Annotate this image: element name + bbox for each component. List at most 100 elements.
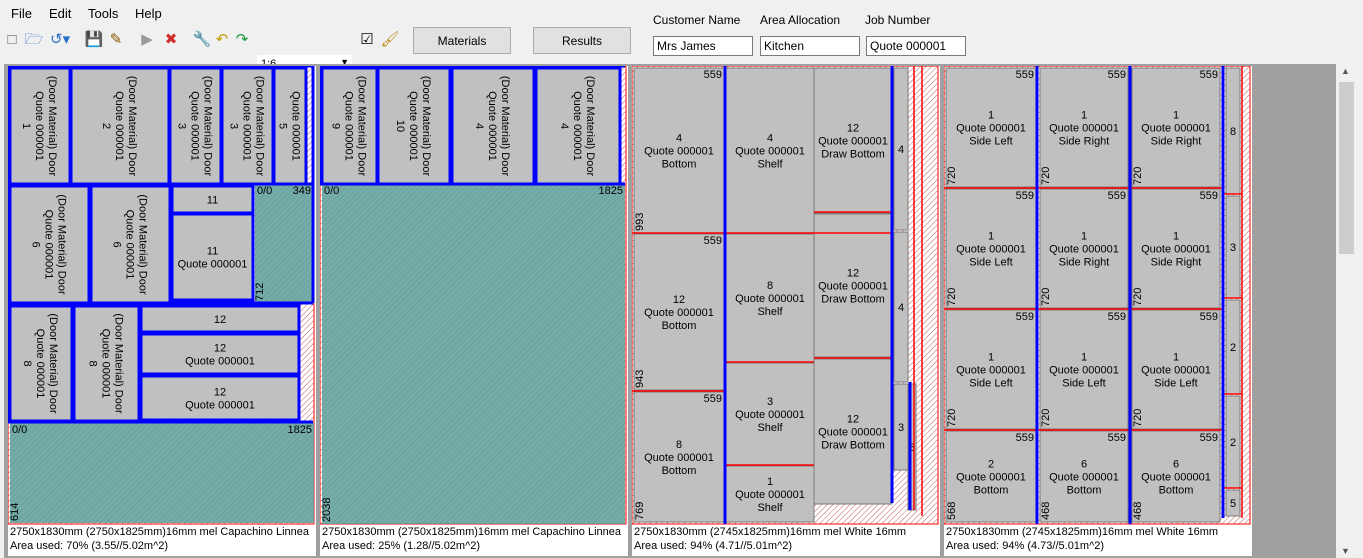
run-optimise-icon[interactable]: ▶ xyxy=(141,31,153,48)
area-allocation-field[interactable]: Kitchen xyxy=(760,36,860,56)
panel-label-line: (Door Material) Door xyxy=(202,76,214,177)
panel-label-line: Quote 000001 xyxy=(290,91,302,161)
panel-width-label: 559 xyxy=(1016,311,1034,323)
panel-label-line: Side Right xyxy=(1059,136,1110,148)
offcut-height-label: 2038 xyxy=(321,498,333,522)
strip-panel[interactable] xyxy=(907,383,917,511)
cut-panel[interactable] xyxy=(1131,67,1221,188)
cut-panel[interactable] xyxy=(1039,309,1129,430)
cut-panel[interactable] xyxy=(1131,309,1221,430)
panel-label-line: 8 xyxy=(87,360,99,366)
panel-width-label: 559 xyxy=(1200,311,1218,323)
vertical-scrollbar[interactable]: ▲ ▼ xyxy=(1337,64,1357,558)
panel-width-label: 559 xyxy=(1016,69,1034,81)
cut-panel[interactable] xyxy=(633,233,725,391)
cut-panel[interactable] xyxy=(451,67,535,185)
panel-label-line: (Door Material) Door xyxy=(356,76,368,177)
cut-panel[interactable] xyxy=(171,213,254,301)
panel-height-label: 943 xyxy=(634,370,646,388)
panel-label-line: Quote 000001 xyxy=(100,329,112,399)
customer-name-field[interactable]: Mrs James xyxy=(653,36,753,56)
blue-panel-border xyxy=(139,374,301,422)
panel-label-line: Quote 000001 xyxy=(241,91,253,161)
cut-panel[interactable] xyxy=(725,233,815,363)
cut-panel[interactable] xyxy=(945,67,1037,188)
scroll-thumb[interactable] xyxy=(1339,82,1354,254)
cut-panel[interactable] xyxy=(633,67,725,234)
cut-panel[interactable] xyxy=(1131,430,1221,523)
panel-label-line: 2 xyxy=(100,123,112,129)
strip-label: 8 xyxy=(909,442,915,454)
recent-files-icon[interactable]: ↺▾ xyxy=(50,31,71,48)
strip-panel[interactable] xyxy=(893,67,909,231)
cut-panel[interactable] xyxy=(221,67,274,185)
cut-panel[interactable] xyxy=(945,430,1037,523)
redo-icon[interactable]: ↷ xyxy=(235,31,249,48)
menu-file[interactable]: File xyxy=(11,6,32,21)
cut-panel[interactable] xyxy=(813,358,893,505)
cut-panel[interactable] xyxy=(813,213,893,358)
blue-panel-border xyxy=(272,66,308,186)
cut-panel[interactable] xyxy=(1039,188,1129,309)
cut-panel[interactable] xyxy=(140,305,300,333)
panel-label-line: Quote 000001 xyxy=(1049,244,1119,256)
broom-clear-icon[interactable]: 🖌 xyxy=(380,31,400,48)
cut-panel[interactable] xyxy=(725,362,815,466)
settings-tools-icon[interactable]: 🔧 xyxy=(192,31,212,48)
panel-label-line: 1 xyxy=(1173,110,1179,122)
job-number-field[interactable]: Quote 000001 xyxy=(866,36,966,56)
panel-label-line: Side Left xyxy=(969,257,1012,269)
cut-panel[interactable] xyxy=(70,67,170,185)
panel-label-line: Quote 000001 xyxy=(956,472,1026,484)
strip-panel[interactable] xyxy=(893,231,909,383)
new-file-icon[interactable]: □ xyxy=(7,31,17,48)
panel-width-label: 559 xyxy=(1200,432,1218,444)
cut-panel[interactable] xyxy=(1039,67,1129,188)
cut-panel[interactable] xyxy=(1131,188,1221,309)
stop-icon[interactable]: ✖ xyxy=(164,31,178,48)
chevron-down-icon: ▼ xyxy=(340,57,349,67)
open-folder-icon[interactable]: 🗁 xyxy=(24,31,44,48)
cut-panel[interactable] xyxy=(945,309,1037,430)
panel-width-label: 559 xyxy=(1108,69,1126,81)
save-icon[interactable]: 💾 xyxy=(84,31,104,48)
menu-tools[interactable]: Tools xyxy=(88,6,119,21)
cut-panel[interactable] xyxy=(9,185,90,304)
strip-panel[interactable] xyxy=(1225,489,1241,517)
panel-label-line: (Door Material) Door xyxy=(420,76,432,177)
panel-label-line: 8 xyxy=(676,439,682,451)
save-as-icon[interactable]: ✎ xyxy=(109,31,123,48)
checkbox-icon[interactable]: ☑ xyxy=(360,31,374,48)
strip-label: 4 xyxy=(898,302,904,314)
menu-help[interactable]: Help xyxy=(135,6,162,21)
panel-label-line: Bottom xyxy=(1067,485,1102,497)
cut-panel[interactable] xyxy=(9,305,73,422)
undo-icon[interactable]: ↶ xyxy=(215,31,229,48)
offcut-width-label: 1825 xyxy=(599,185,623,197)
results-button[interactable]: Results xyxy=(533,27,631,54)
panel-label-line: 3 xyxy=(176,123,188,129)
panel-label-line: Quote 000001 xyxy=(43,210,55,280)
cut-panel[interactable] xyxy=(273,67,307,185)
cut-panel[interactable] xyxy=(73,305,140,422)
cut-panel[interactable] xyxy=(90,185,171,304)
cut-panel[interactable] xyxy=(945,188,1037,309)
scroll-up-icon[interactable]: ▲ xyxy=(1341,66,1350,76)
materials-button[interactable]: Materials xyxy=(413,27,511,54)
scroll-down-icon[interactable]: ▼ xyxy=(1341,546,1350,556)
cut-panel[interactable] xyxy=(9,67,71,185)
blue-panel-border xyxy=(139,332,301,376)
panel-label-line: Quote 000001 xyxy=(1049,365,1119,377)
panel-label-line: Quote 000001 xyxy=(818,136,888,148)
cut-panel[interactable] xyxy=(1039,430,1129,523)
cut-panel[interactable] xyxy=(633,391,725,523)
menu-edit[interactable]: Edit xyxy=(49,6,72,21)
